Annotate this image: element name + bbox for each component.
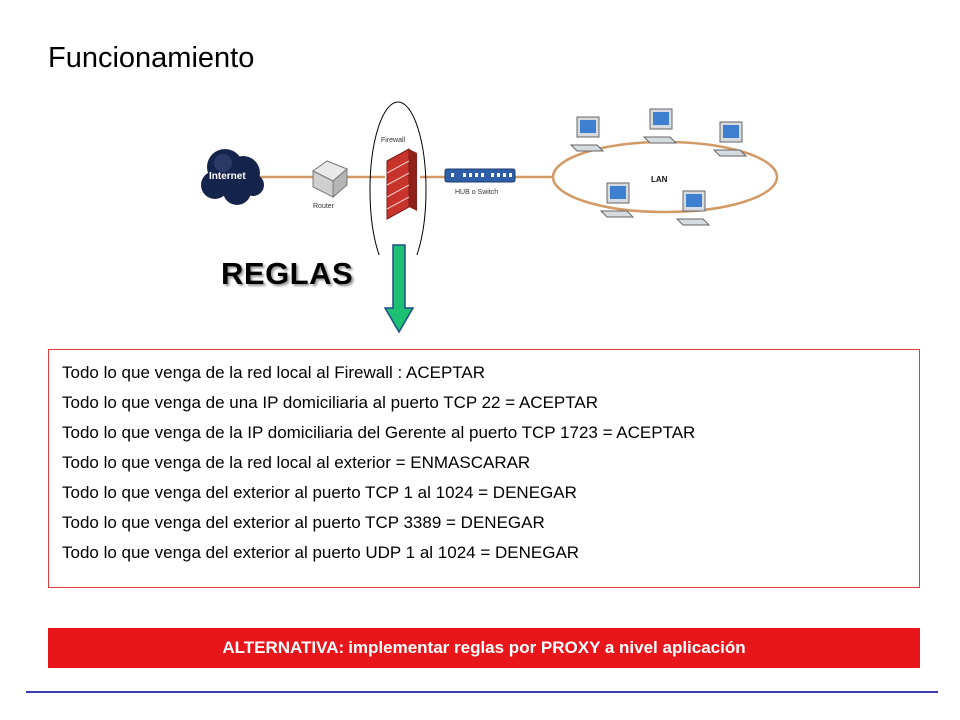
reglas-heading: REGLAS — [221, 256, 354, 291]
hub-switch-icon — [444, 168, 516, 183]
rule-item: Todo lo que venga del exterior al puerto… — [62, 483, 577, 502]
computer-icon — [675, 190, 711, 226]
internet-label: Internet — [209, 171, 246, 182]
firewall-icon — [386, 148, 417, 220]
rule-item: Todo lo que venga del exterior al puerto… — [62, 543, 580, 562]
footer-divider — [26, 691, 938, 693]
alternative-prefix: ALTERNATIVA: — [222, 638, 345, 657]
down-arrow-icon — [384, 244, 414, 334]
network-diagram: Internet Router Firewall HUB o Switch LA… — [195, 95, 795, 279]
computer-icon — [712, 121, 748, 157]
computer-icon — [642, 108, 678, 144]
router-label: Router — [313, 203, 335, 210]
hub-label: HUB o Switch — [455, 189, 499, 196]
alternative-banner: ALTERNATIVA: implementar reglas por PROX… — [48, 628, 920, 668]
rule-item: Todo lo que venga de la IP domiciliaria … — [62, 423, 696, 442]
router-icon — [312, 160, 348, 199]
internet-cloud-icon — [201, 149, 264, 205]
firewall-label: Firewall — [381, 137, 406, 144]
lan-label: LAN — [651, 175, 668, 184]
rule-item: Todo lo que venga de la red local al ext… — [62, 453, 531, 472]
slide-title: Funcionamiento — [48, 42, 255, 74]
rule-item: Todo lo que venga del exterior al puerto… — [62, 513, 545, 532]
computer-icon — [599, 182, 635, 218]
rule-item: Todo lo que venga de una IP domiciliaria… — [62, 393, 598, 412]
rules-box: Todo lo que venga de la red local al Fir… — [48, 349, 920, 588]
network-diagram-svg — [201, 101, 779, 279]
computer-icon — [569, 116, 605, 152]
rule-item: Todo lo que venga de la red local al Fir… — [62, 363, 486, 382]
alternative-text: implementar reglas por PROXY a nivel apl… — [348, 638, 746, 657]
